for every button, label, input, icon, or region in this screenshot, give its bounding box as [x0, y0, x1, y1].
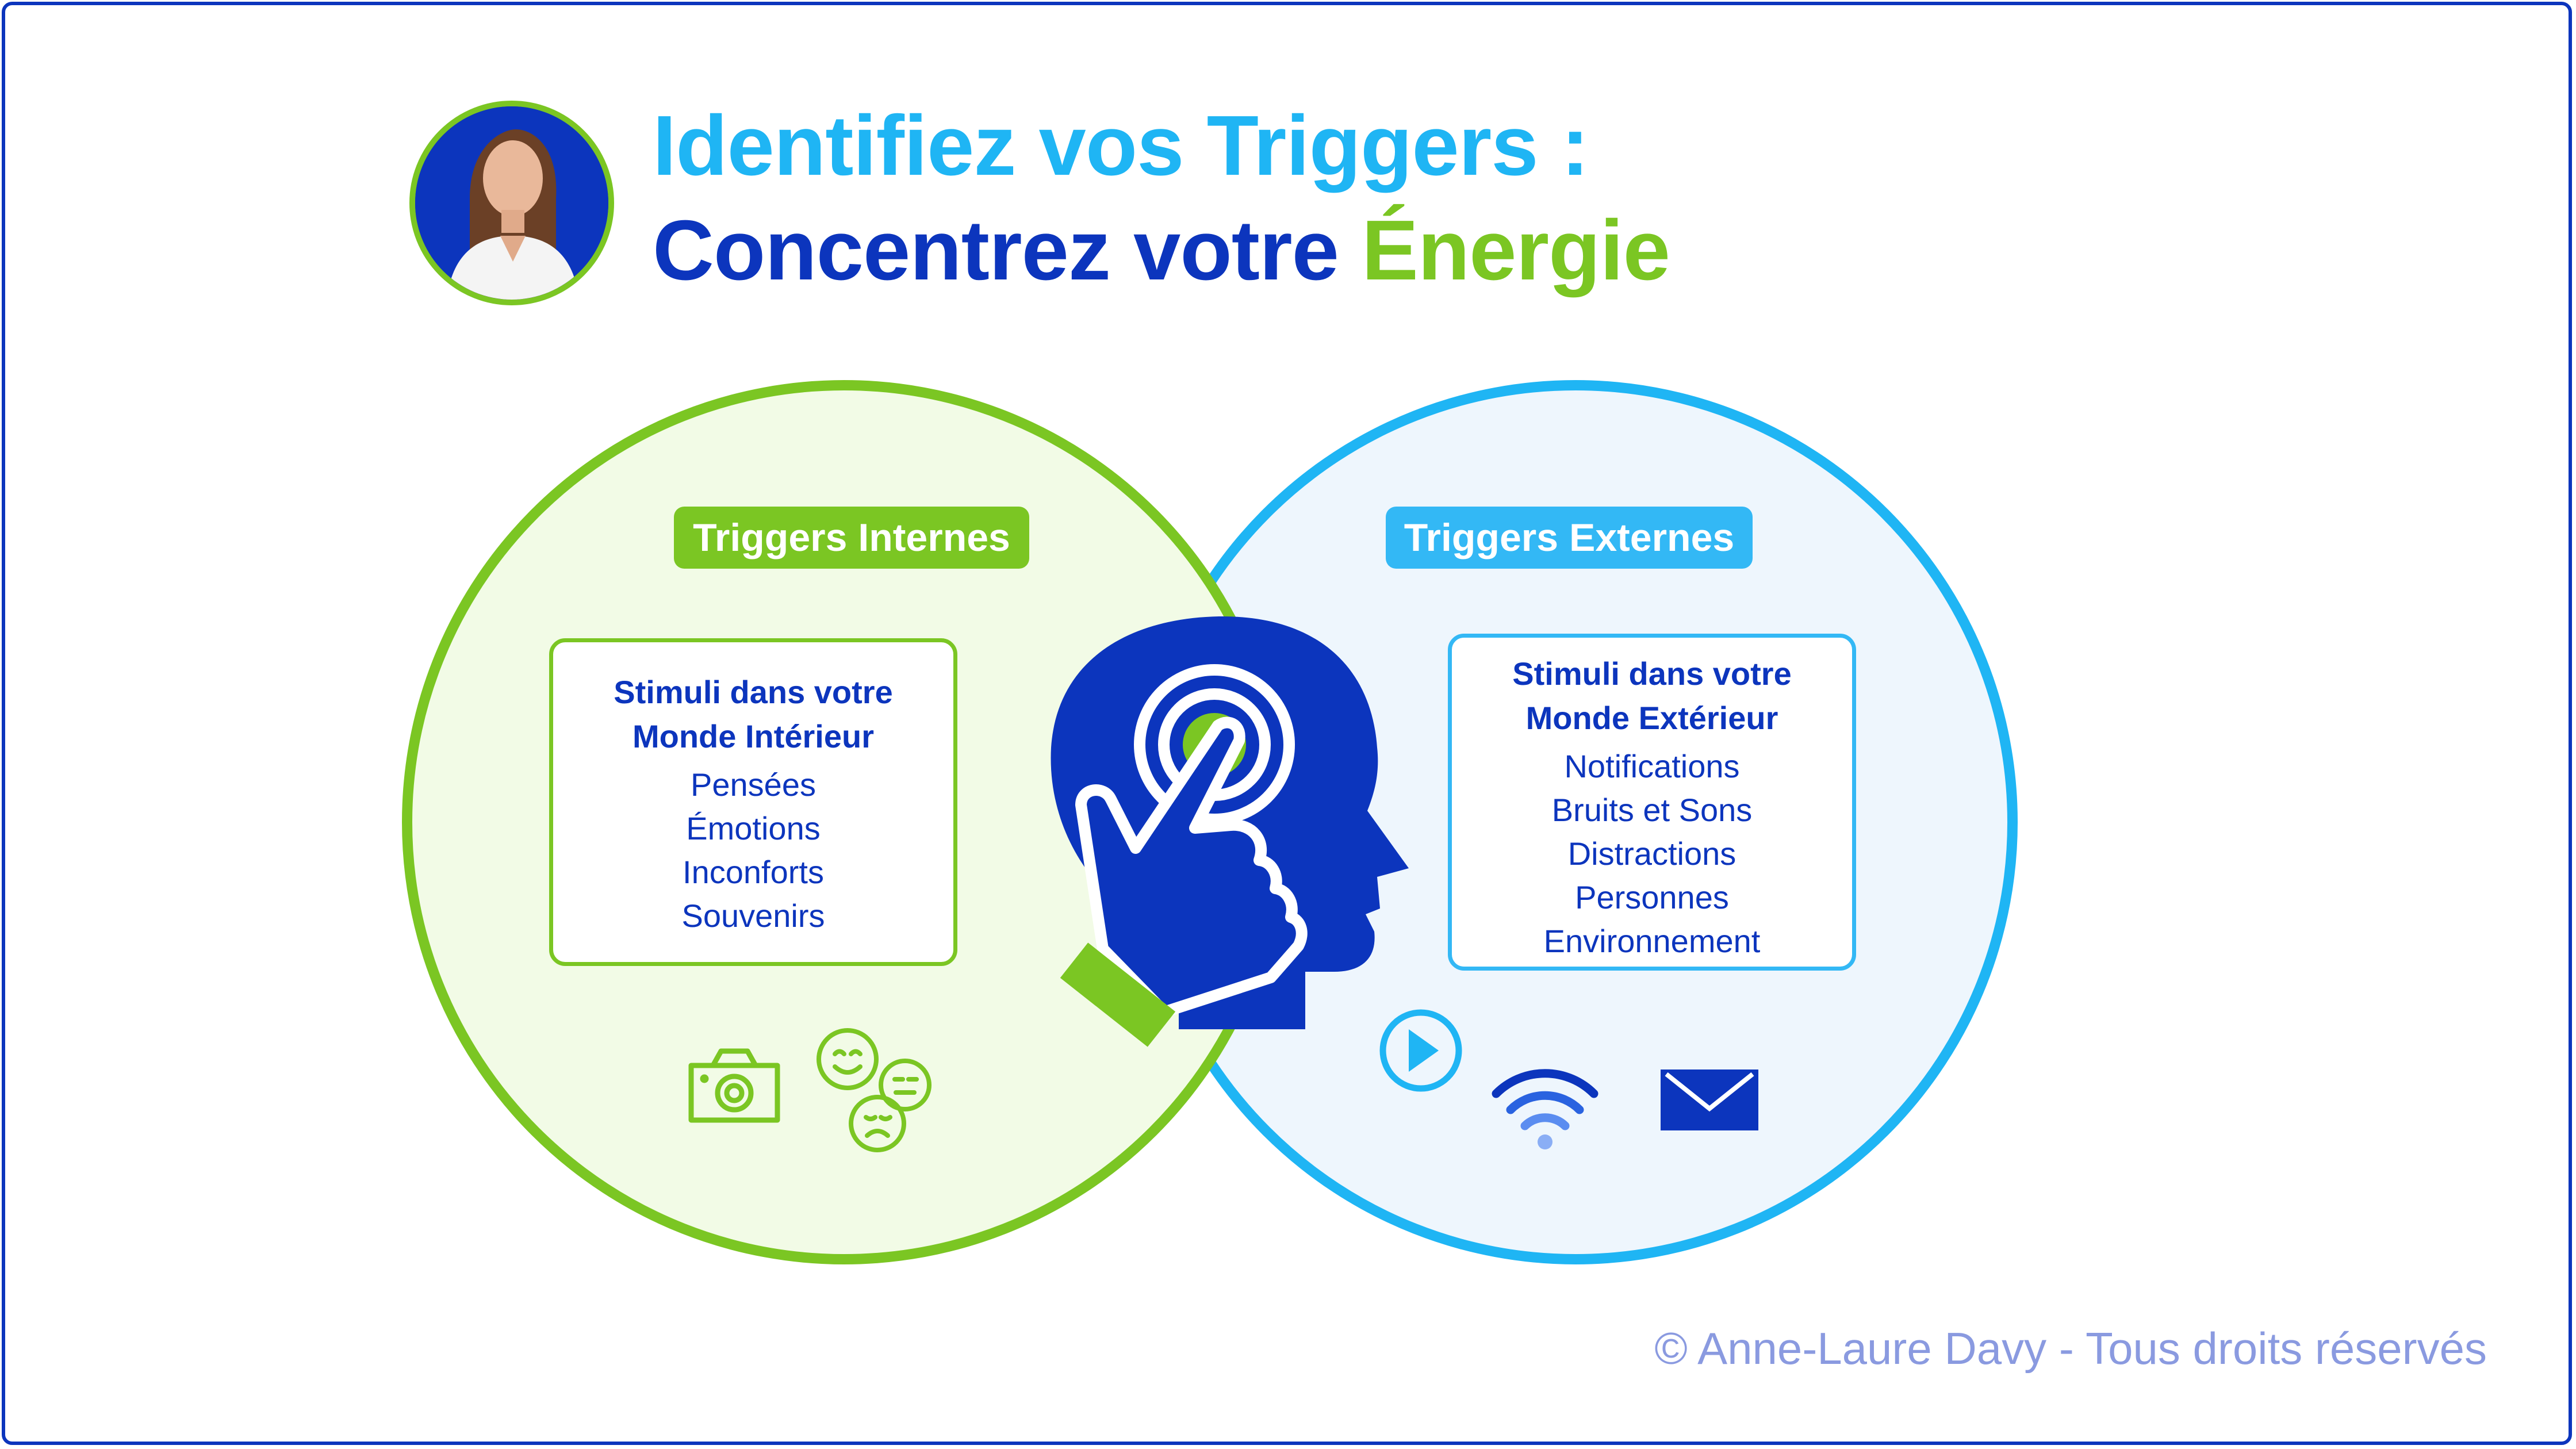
external-item: Distractions — [1567, 835, 1736, 872]
internal-heading-line1: Stimuli dans votre — [614, 674, 893, 710]
internal-stimuli-box: Stimuli dans votre Monde Intérieur Pensé… — [549, 638, 957, 966]
external-item: Notifications — [1564, 748, 1740, 784]
title-line2: Concentrez votre Énergie — [653, 208, 1670, 293]
emotions-faces-icon — [816, 1028, 931, 1152]
internal-item: Souvenirs — [681, 898, 825, 934]
internal-list: Pensées Émotions Inconforts Souvenirs — [553, 763, 953, 938]
avatar — [409, 101, 614, 305]
external-item: Bruits et Sons — [1551, 792, 1753, 828]
wifi-icon — [1492, 1069, 1598, 1149]
external-triggers-label: Triggers Externes — [1386, 507, 1753, 569]
camera-icon — [688, 1048, 780, 1123]
copyright-footer: © Anne-Laure Davy - Tous droits réservés — [1654, 1323, 2487, 1374]
head-touch-icon — [1051, 616, 1409, 1047]
mail-icon — [1661, 1070, 1758, 1130]
external-stimuli-box: Stimuli dans votre Monde Extérieur Notif… — [1448, 634, 1856, 971]
internal-item: Pensées — [691, 766, 816, 803]
title-line2-main: Concentrez votre — [653, 203, 1362, 298]
play-icon — [1379, 1009, 1462, 1092]
external-heading-line1: Stimuli dans votre — [1512, 656, 1792, 692]
avatar-portrait — [415, 106, 608, 300]
external-item: Personnes — [1575, 879, 1729, 915]
external-list: Notifications Bruits et Sons Distraction… — [1452, 745, 1852, 963]
internal-heading-line2: Monde Intérieur — [632, 718, 875, 754]
title-line2-accent: Énergie — [1362, 203, 1670, 298]
external-heading-line2: Monde Extérieur — [1525, 700, 1778, 736]
title-line1: Identifiez vos Triggers : — [653, 98, 1589, 193]
internal-item: Inconforts — [683, 854, 824, 890]
internal-triggers-label: Triggers Internes — [674, 507, 1029, 569]
external-item: Environnement — [1543, 923, 1761, 959]
internal-item: Émotions — [686, 810, 821, 846]
